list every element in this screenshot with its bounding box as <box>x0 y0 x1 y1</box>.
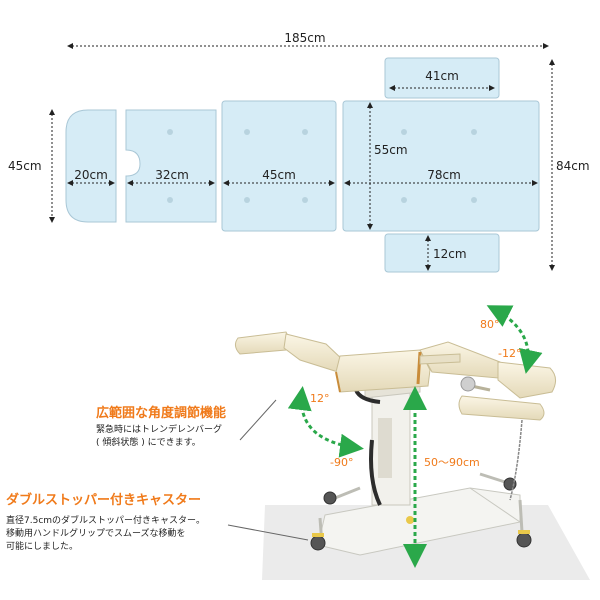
feature-caster-title: ダブルストッパー付きキャスター <box>6 493 202 508</box>
leg-angle-arrow <box>486 305 543 374</box>
total-width-label: 84cm <box>556 159 590 173</box>
leg-height-label: 55cm <box>374 143 408 157</box>
feature-caster-text-2: 移動用ハンドルグリップでスムーズな移動を <box>6 529 186 539</box>
arm-rest-bottom <box>384 233 500 273</box>
middle-width-label: 45cm <box>262 168 296 182</box>
head-height-label: 45cm <box>8 159 42 173</box>
head-panel <box>65 109 117 223</box>
back-down-angle: -90° <box>330 456 353 469</box>
foot-rest-cushion <box>458 395 545 421</box>
feature-angle-text-1: 緊急時にはトレンデレンバーグ <box>96 425 223 435</box>
feature-caster-text-3: 可能にしました。 <box>6 542 79 552</box>
seat-cushion <box>335 349 431 393</box>
panel-screws <box>167 129 477 203</box>
leg-down-angle: -12° <box>498 347 521 360</box>
feature-caster-text-1: 直径7.5cmのダブルストッパー付きキャスター。 <box>6 516 205 526</box>
head-width-label: 20cm <box>74 168 108 182</box>
leg-up-angle: 80° <box>480 318 500 331</box>
feature-angle-title: 広範囲な角度調節機能 <box>96 406 227 421</box>
middle-panel <box>221 100 337 232</box>
upper-back-cushion <box>283 333 346 373</box>
head-rest-cushion <box>234 331 290 355</box>
arm-bottom-label: 12cm <box>433 247 467 261</box>
caster-wheels <box>310 477 532 551</box>
upper-width-label: 32cm <box>155 168 189 182</box>
back-angle-arrow <box>287 386 364 458</box>
height-range-label: 50～90cm <box>424 456 480 469</box>
leg-cushion <box>497 361 556 399</box>
upper-body-panel <box>125 109 217 223</box>
leg-panel <box>342 100 540 232</box>
feature-angle-text-2: ( 傾斜状態 ) にできます。 <box>96 438 201 448</box>
back-up-angle: 12° <box>310 392 330 405</box>
leg-width-label: 78cm <box>427 168 461 182</box>
total-length-label: 185cm <box>284 31 325 45</box>
arm-top-label: 41cm <box>425 69 459 83</box>
